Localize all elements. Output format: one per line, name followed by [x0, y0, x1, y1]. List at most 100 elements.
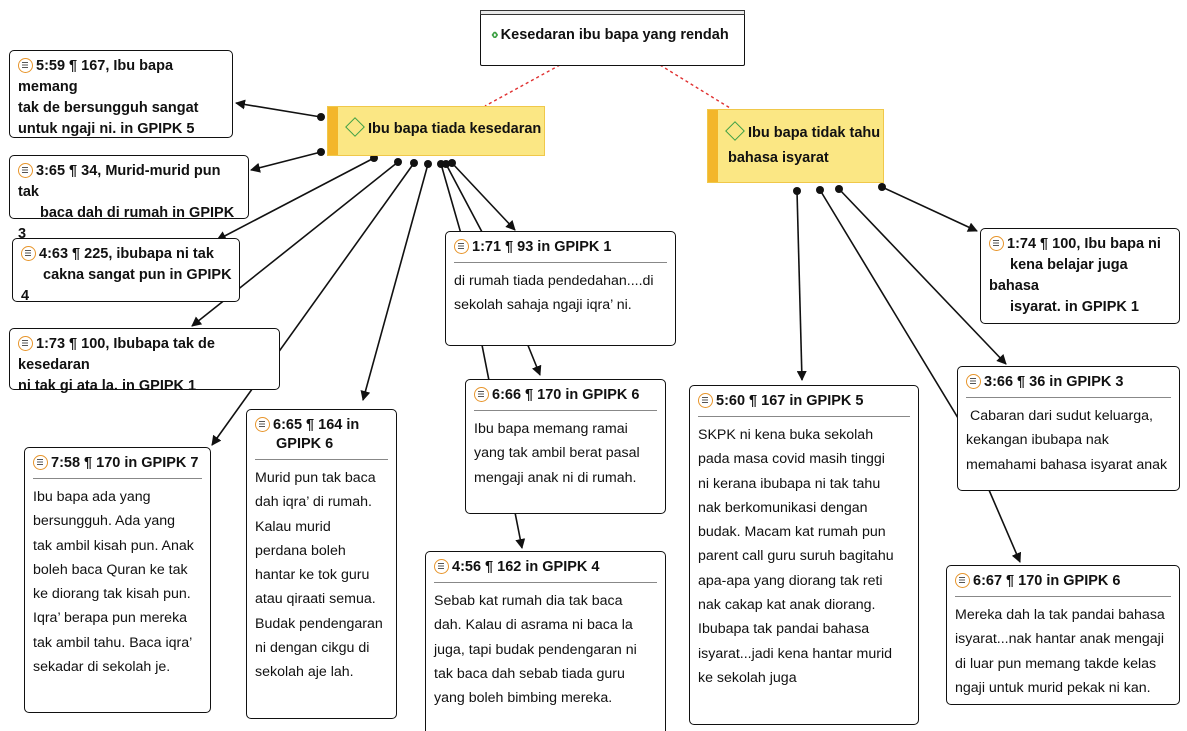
- quotation-card-title: 4:56 ¶ 162 in GPIPK 4: [426, 552, 665, 582]
- node-header-bar: [480, 10, 745, 15]
- quotation-card[interactable]: 7:58 ¶ 170 in GPIPK 7 Ibu bapa ada yang …: [24, 447, 211, 713]
- text-line: SKPK ni kena buka sekolah: [698, 427, 874, 443]
- quotation-card[interactable]: 6:66 ¶ 170 in GPIPK 6 Ibu bapa memang ra…: [465, 379, 666, 514]
- text-line: mengaji anak ni di rumah.: [474, 469, 637, 486]
- quotation-icon: [434, 559, 449, 574]
- code-node-ibu-bapa-tiada-kesedaran[interactable]: Ibu bapa tiada kesedaran: [327, 106, 545, 156]
- divider: [955, 596, 1171, 597]
- quotation-line: cakna sangat pun in GPIPK 4: [21, 267, 232, 304]
- text-line: parent call guru suruh bagitahu: [698, 548, 894, 565]
- text-line: Murid pun tak baca: [255, 470, 376, 486]
- text-line: pada masa covid masih tinggi: [698, 451, 885, 468]
- quotation-card-title: 7:58 ¶ 170 in GPIPK 7: [25, 448, 210, 478]
- code-node-ibu-bapa-tidak-tahu-bahasa-isyarat[interactable]: Ibu bapa tidak tahu bahasa isyarat: [707, 109, 884, 183]
- quotation-card-text: Ibu bapa memang ramai yang tak ambil ber…: [466, 411, 665, 496]
- dashed-link-root-code1: [484, 64, 561, 107]
- quotation-card-text: SKPK ni kena buka sekolah pada masa covi…: [690, 417, 918, 696]
- quotation-icon: [18, 58, 33, 73]
- quotation-card-title: 6:66 ¶ 170 in GPIPK 6: [466, 380, 665, 410]
- text-line: tak baca dah sebab tiada guru: [434, 665, 625, 682]
- text-line: boleh baca Quran ke tak: [33, 561, 188, 578]
- quotation-line: tak de bersungguh sangat: [18, 100, 199, 116]
- arrow-code1-card7: [211, 162, 415, 446]
- quotation-line: 5:59 ¶ 167, Ibu bapa memang: [18, 58, 174, 95]
- quotation-icon: [33, 455, 48, 470]
- double-diamond-code-icon: ‹›: [491, 26, 498, 43]
- text-line: Iqra’ berapa pun mereka: [33, 610, 188, 627]
- quotation-node[interactable]: 3:65 ¶ 34, Murid-murid pun tak baca dah …: [9, 155, 249, 242]
- arrow-code1-q2: [250, 151, 322, 173]
- text-line: ni kerana ibubapa ni tak tahu: [698, 475, 881, 492]
- text-line: perdana boleh: [255, 542, 346, 559]
- quotation-line: baca dah di rumah in GPIPK 3: [18, 205, 235, 242]
- root-code-node[interactable]: ‹›Kesedaran ibu bapa yang rendah: [480, 10, 745, 66]
- quotation-card[interactable]: 3:66 ¶ 36 in GPIPK 3 Cabaran dari sudut …: [957, 366, 1180, 491]
- card-title-text: 7:58 ¶ 170 in GPIPK 7: [51, 455, 199, 471]
- text-line: kekangan ibubapa nak: [966, 432, 1109, 449]
- text-line: apa-apa yang diorang tak reti: [698, 572, 883, 589]
- text-line: ke sekolah juga: [698, 669, 797, 686]
- dashed-link-root-code2: [659, 64, 731, 109]
- text-line: nak cakap kat anak diorang.: [698, 597, 876, 614]
- text-line: yang tak ambil berat pasal: [474, 445, 640, 462]
- text-line: tak ambil kisah pun. Anak: [33, 537, 194, 554]
- quotation-card[interactable]: 6:67 ¶ 170 in GPIPK 6 Mereka dah la tak …: [946, 565, 1180, 705]
- text-line: atau qiraati semua.: [255, 591, 376, 608]
- text-line: Kalau murid: [255, 518, 331, 535]
- code-label-text: Ibu bapa tiada kesedaran: [368, 121, 542, 137]
- arrow-code1-q3: [216, 157, 375, 241]
- text-line: Sebab kat rumah dia tak baca: [434, 593, 623, 609]
- quotation-line: untuk ngaji ni. in GPIPK 5: [18, 121, 195, 137]
- code-color-bar: [708, 110, 718, 182]
- card-title-text: 4:56 ¶ 162 in GPIPK 4: [452, 559, 600, 575]
- quotation-icon: [454, 239, 469, 254]
- quotation-card-title: 1:71 ¶ 93 in GPIPK 1: [446, 232, 675, 262]
- quotation-icon: [255, 417, 270, 432]
- quotation-icon: [698, 393, 713, 408]
- text-line: yang boleh bimbing mereka.: [434, 690, 613, 707]
- text-line: sekadar di sekolah je.: [33, 659, 171, 676]
- card-title-text: 6:65 ¶ 164 in: [273, 417, 360, 433]
- divider: [255, 459, 388, 460]
- text-line: dah iqra’ di rumah.: [255, 494, 372, 511]
- card-title-text: 3:66 ¶ 36 in GPIPK 3: [984, 374, 1124, 390]
- card-title-text: 6:66 ¶ 170 in GPIPK 6: [492, 387, 640, 403]
- divider: [966, 397, 1171, 398]
- text-line: hantar ke tok guru: [255, 567, 370, 584]
- quotation-node[interactable]: 4:63 ¶ 225, ibubapa ni tak cakna sangat …: [12, 238, 240, 304]
- card-title-text: GPIPK 6: [276, 436, 334, 452]
- quotation-icon: [966, 374, 981, 389]
- quotation-icon: [955, 573, 970, 588]
- quotation-card-title: 3:66 ¶ 36 in GPIPK 3: [958, 367, 1179, 397]
- quotation-card-text: Sebab kat rumah dia tak baca dah. Kalau …: [426, 583, 665, 716]
- quotation-node[interactable]: 1:74 ¶ 100, Ibu bapa ni kena belajar jug…: [980, 228, 1180, 324]
- quotation-card-text: Murid pun tak baca dah iqra’ di rumah. K…: [247, 460, 396, 691]
- quotation-card[interactable]: 4:56 ¶ 162 in GPIPK 4 Sebab kat rumah di…: [425, 551, 666, 731]
- divider: [434, 582, 657, 583]
- quotation-line: 1:73 ¶ 100, Ibubapa tak de kesedaran: [18, 336, 215, 373]
- text-line: di luar pun memang takde kelas: [955, 655, 1157, 672]
- text-line: budak. Macam kat rumah pun: [698, 524, 886, 541]
- diamond-code-icon: [345, 117, 365, 137]
- quotation-card[interactable]: 5:60 ¶ 167 in GPIPK 5 SKPK ni kena buka …: [689, 385, 919, 725]
- text-line: ke diorang tak kisah pun.: [33, 586, 191, 603]
- quotation-node[interactable]: 5:59 ¶ 167, Ibu bapa memang tak de bersu…: [9, 50, 233, 138]
- quotation-card[interactable]: 1:71 ¶ 93 in GPIPK 1 di rumah tiada pend…: [445, 231, 676, 346]
- quotation-icon: [18, 336, 33, 351]
- card-title-text: 6:67 ¶ 170 in GPIPK 6: [973, 573, 1121, 589]
- quotation-icon: [474, 387, 489, 402]
- divider: [698, 416, 910, 417]
- text-line: di rumah tiada pendedahan....di: [454, 273, 654, 289]
- quotation-line: 4:63 ¶ 225, ibubapa ni tak: [39, 246, 214, 262]
- quotation-icon: [18, 163, 33, 178]
- arrow-code2-q5: [881, 186, 978, 232]
- quotation-line: ni tak gi ata la. in GPIPK 1: [18, 378, 197, 394]
- quotation-card-title: 6:67 ¶ 170 in GPIPK 6: [947, 566, 1179, 596]
- quotation-line: 1:74 ¶ 100, Ibu bapa ni: [1007, 236, 1161, 252]
- text-line: Ibu bapa ada yang: [33, 489, 151, 505]
- quotation-card[interactable]: 6:65 ¶ 164 in GPIPK 6 Murid pun tak baca …: [246, 409, 397, 719]
- code-color-bar: [328, 107, 338, 155]
- quotation-node[interactable]: 1:73 ¶ 100, Ibubapa tak de kesedaran ni …: [9, 328, 280, 394]
- text-line: Cabaran dari sudut keluarga,: [970, 408, 1153, 424]
- divider: [33, 478, 202, 479]
